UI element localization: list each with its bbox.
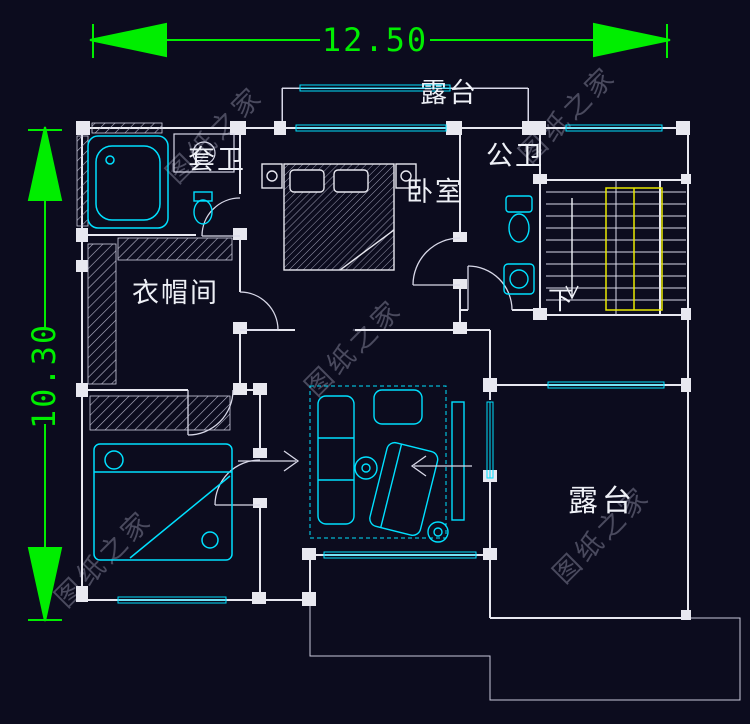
room-label-cloakroom: 衣帽间 (132, 278, 219, 308)
dimension-left (27, 126, 63, 622)
stair-rail (605, 187, 663, 311)
basin-fixture (503, 263, 535, 295)
sofa-set-fixture (309, 385, 465, 543)
room-label-ensuite-bath: 套卫 (188, 145, 246, 175)
dimension-height-label: 10.30 (25, 322, 63, 430)
wall-piers (76, 121, 691, 620)
ensuite-vanity-fixture (173, 133, 235, 173)
hatched-strips (76, 122, 233, 431)
terrace-top-outline (281, 87, 529, 127)
stairs (546, 180, 686, 315)
room-label-bedroom: 卧室 (406, 177, 464, 207)
room-label-terrace-top: 露台 (420, 78, 478, 108)
stair-direction-arrow (565, 198, 579, 300)
room-label-public-bath: 公卫 (486, 141, 544, 171)
room-label-terrace-bottom: 露台 (568, 485, 636, 518)
ensuite-toilet-fixture (193, 191, 213, 225)
bed-bottom-fixture (93, 443, 233, 561)
bathtub-fixture (87, 135, 169, 229)
dimension-width-label: 12.50 (321, 21, 429, 59)
stair-direction-label: 下 (548, 287, 576, 315)
door-arcs (187, 197, 513, 506)
bottom-steps-outline (309, 600, 741, 701)
bed-top-fixture (261, 163, 417, 271)
dimension-top (89, 22, 671, 58)
living-arrows (238, 450, 472, 477)
windows (117, 84, 665, 604)
toilet-fixture (505, 195, 533, 243)
